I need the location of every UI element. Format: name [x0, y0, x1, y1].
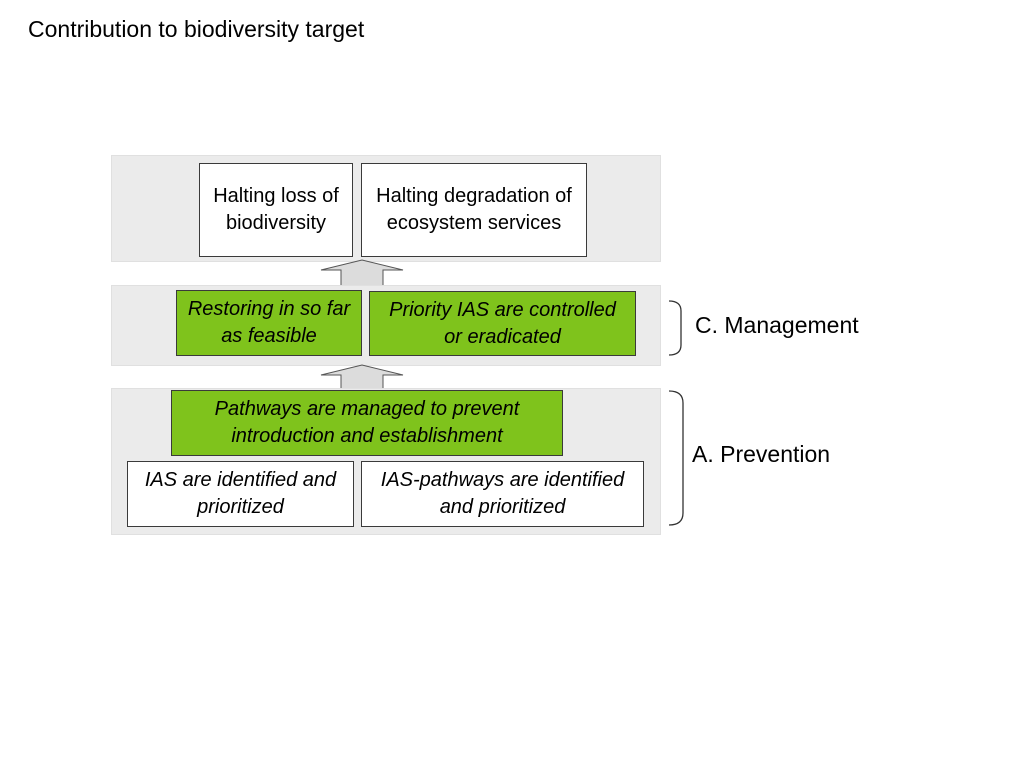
pathways-managed-box: Pathways are managed to prevent introduc…	[171, 390, 563, 456]
ias-identified-box: IAS are identified and prioritized	[127, 461, 354, 527]
priority-ias-text: Priority IAS are controlled or eradicate…	[389, 298, 616, 348]
prevention-label: A. Prevention	[692, 441, 831, 467]
ias-pathways-text: IAS-pathways are identified and prioriti…	[380, 469, 625, 518]
halting-degradation-text: Halting degradation of ecosystem service…	[376, 185, 572, 234]
restoring-box: Restoring in so far as feasible	[176, 290, 362, 356]
up-arrow-top-icon	[320, 259, 404, 287]
restoring-text: Restoring in so far as feasible	[187, 298, 351, 347]
priority-ias-box: Priority IAS are controlled or eradicate…	[369, 291, 636, 356]
management-label: C. Management	[695, 312, 859, 338]
prevention-bracket-icon	[668, 390, 684, 526]
page-title: Contribution to biodiversity target	[28, 16, 365, 42]
halting-loss-text: Halting loss of biodiversity	[213, 185, 339, 234]
halting-loss-box: Halting loss of biodiversity	[199, 163, 353, 257]
up-arrow-bottom-icon	[320, 364, 404, 392]
pathways-managed-text: Pathways are managed to prevent introduc…	[214, 398, 520, 447]
halting-degradation-box: Halting degradation of ecosystem service…	[361, 163, 587, 257]
management-bracket-icon	[668, 300, 682, 356]
ias-identified-text: IAS are identified and prioritized	[144, 469, 337, 518]
ias-pathways-box: IAS-pathways are identified and prioriti…	[361, 461, 644, 527]
